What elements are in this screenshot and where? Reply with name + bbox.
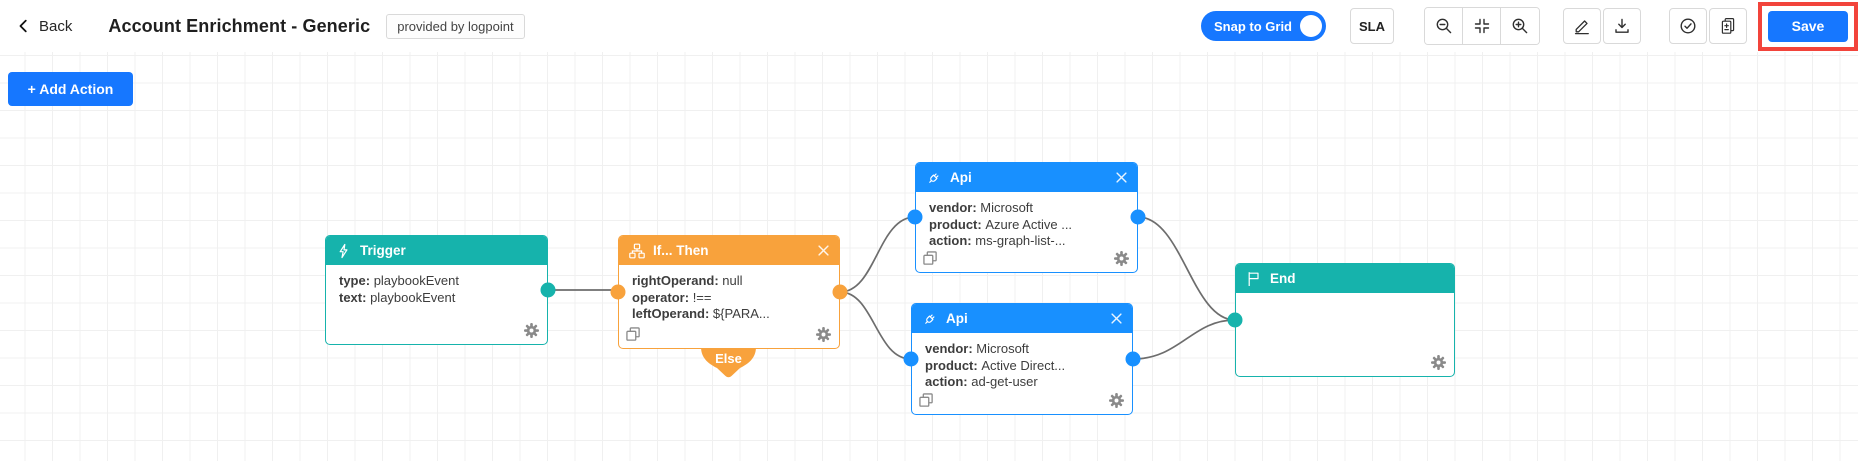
save-button[interactable]: Save xyxy=(1768,10,1848,42)
connector-ifthen-api1 xyxy=(839,216,916,293)
node-param: textplaybookEvent xyxy=(339,290,534,307)
plug-icon xyxy=(925,314,935,324)
snap-to-grid-label: Snap to Grid xyxy=(1214,18,1292,34)
validate-button[interactable] xyxy=(1669,8,1707,44)
port-ifthen-out[interactable] xyxy=(832,284,848,300)
else-label: Else xyxy=(715,351,742,366)
clone-icon[interactable] xyxy=(919,393,934,408)
port-api1-out[interactable] xyxy=(1130,209,1146,225)
back-label: Back xyxy=(39,17,73,35)
sitemap-icon xyxy=(629,243,645,258)
zoom-in-button[interactable] xyxy=(1501,8,1539,44)
zoom-out-icon xyxy=(1436,18,1451,34)
port-ifthen-in[interactable] xyxy=(610,284,626,300)
node-param: productActive Direct... xyxy=(925,358,1119,375)
node-api-1[interactable]: Api vendorMicrosoft productAzure Active … xyxy=(915,162,1138,273)
node-title: If... Then xyxy=(653,243,709,258)
node-header[interactable]: Trigger xyxy=(326,236,547,265)
node-param: rightOperandnull xyxy=(632,273,826,290)
close-icon[interactable] xyxy=(1111,313,1122,324)
node-if-then[interactable]: If... Then rightOperandnull operator!== … xyxy=(618,235,840,349)
download-icon xyxy=(1615,18,1629,33)
snap-to-grid-toggle[interactable]: Snap to Grid xyxy=(1201,11,1326,41)
else-shape xyxy=(701,347,756,378)
node-end[interactable]: End xyxy=(1235,263,1455,377)
connector-api1-end xyxy=(1137,216,1236,321)
back-button[interactable]: Back xyxy=(16,17,72,35)
node-param: leftOperand${PARA... xyxy=(632,306,826,323)
toolbar: Snap to Grid SLA xyxy=(1201,1,1858,51)
close-icon[interactable] xyxy=(818,245,829,256)
fit-view-icon xyxy=(1474,18,1489,34)
provided-by-badge: provided by logpoint xyxy=(386,13,525,39)
node-body xyxy=(1236,293,1454,301)
node-param: typeplaybookEvent xyxy=(339,273,534,290)
gear-icon[interactable] xyxy=(816,327,831,342)
node-header[interactable]: If... Then xyxy=(619,236,839,265)
node-title: Trigger xyxy=(360,243,406,258)
port-api2-out[interactable] xyxy=(1125,351,1141,367)
node-body: typeplaybookEvent textplaybookEvent xyxy=(326,265,547,306)
port-api1-in[interactable] xyxy=(907,209,923,225)
zoom-in-icon xyxy=(1512,18,1528,34)
else-branch[interactable]: Else xyxy=(700,347,757,379)
gear-icon[interactable] xyxy=(524,323,539,338)
zoom-out-button[interactable] xyxy=(1425,8,1463,44)
download-button[interactable] xyxy=(1603,8,1641,44)
node-param: actionad-get-user xyxy=(925,374,1119,391)
fit-view-button[interactable] xyxy=(1463,8,1501,44)
notes-button[interactable] xyxy=(1709,8,1747,44)
edit-tools xyxy=(1563,8,1641,44)
port-trigger-out[interactable] xyxy=(540,282,556,298)
node-title: Api xyxy=(946,311,968,326)
node-param: operator!== xyxy=(632,290,826,307)
node-header[interactable]: Api xyxy=(912,304,1132,333)
node-param: vendorMicrosoft xyxy=(929,200,1124,217)
gear-icon[interactable] xyxy=(1431,355,1446,370)
save-highlight-box: Save xyxy=(1758,1,1858,51)
gear-icon[interactable] xyxy=(1114,251,1129,266)
node-body: vendorMicrosoft productAzure Active ... … xyxy=(916,192,1137,250)
review-tools xyxy=(1669,8,1747,44)
sla-button[interactable]: SLA xyxy=(1350,8,1394,44)
node-param: actionms-graph-list-... xyxy=(929,233,1124,250)
check-circle-icon xyxy=(1680,18,1696,34)
node-param: productAzure Active ... xyxy=(929,217,1124,234)
clone-icon[interactable] xyxy=(626,327,641,342)
connector-lines xyxy=(548,216,1236,360)
pencil-icon xyxy=(1574,20,1589,35)
close-icon[interactable] xyxy=(1116,172,1127,183)
toggle-knob[interactable] xyxy=(1300,15,1322,37)
node-header[interactable]: Api xyxy=(916,163,1137,192)
node-trigger[interactable]: Trigger typeplaybookEvent textplaybookEv… xyxy=(325,235,548,345)
document-plus-minus-icon xyxy=(1721,18,1735,34)
clone-icon[interactable] xyxy=(923,251,938,266)
playbook-canvas[interactable]: + Add Action Else Trigger typeplaybookEv… xyxy=(0,52,1858,461)
node-api-2[interactable]: Api vendorMicrosoft productActive Direct… xyxy=(911,303,1133,415)
port-api2-in[interactable] xyxy=(903,351,919,367)
connector-api2-end xyxy=(1132,319,1236,360)
connector-ifthen-api2 xyxy=(839,291,912,360)
zoom-controls xyxy=(1424,7,1540,45)
top-bar: Back Account Enrichment - Generic provid… xyxy=(0,0,1858,52)
add-action-button[interactable]: + Add Action xyxy=(8,72,133,106)
node-title: End xyxy=(1270,271,1296,286)
gear-icon[interactable] xyxy=(1109,393,1124,408)
flag-icon xyxy=(1248,271,1259,286)
page-title: Account Enrichment - Generic xyxy=(108,15,371,36)
node-body: vendorMicrosoft productActive Direct... … xyxy=(912,333,1132,391)
node-title: Api xyxy=(950,170,972,185)
plug-icon xyxy=(929,173,939,183)
node-param: vendorMicrosoft xyxy=(925,341,1119,358)
edit-button[interactable] xyxy=(1563,8,1601,44)
node-header[interactable]: End xyxy=(1236,264,1454,293)
node-body: rightOperandnull operator!== leftOperand… xyxy=(619,265,839,323)
lightning-icon xyxy=(339,243,348,258)
chevron-left-icon xyxy=(19,19,27,33)
port-end-in[interactable] xyxy=(1227,312,1243,328)
